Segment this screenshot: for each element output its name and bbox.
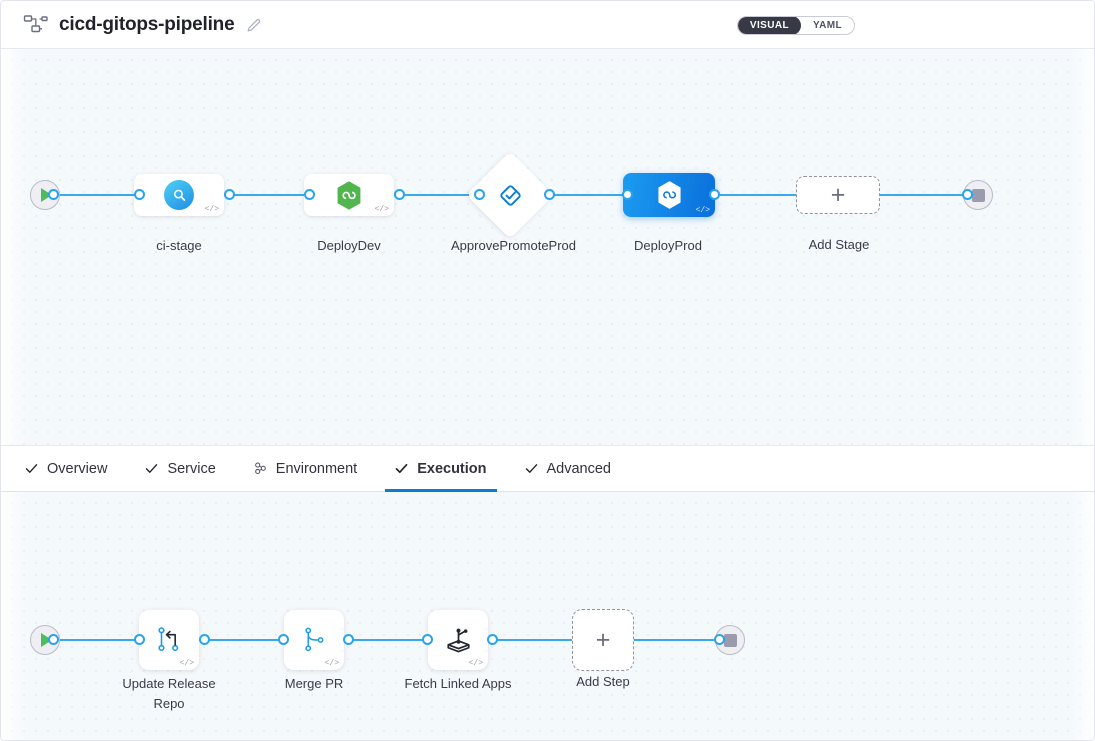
fetch-linked-apps-icon — [446, 628, 470, 652]
tab-label: Service — [167, 460, 216, 477]
connector-dot[interactable] — [48, 634, 59, 645]
tab-label: Execution — [417, 460, 487, 477]
connector-dot[interactable] — [199, 634, 210, 645]
toggle-option-visual[interactable]: VISUAL — [737, 17, 801, 34]
edge-step1-step2 — [185, 639, 300, 641]
stop-icon — [723, 633, 737, 647]
edge-deploydev-approval — [359, 194, 489, 196]
canvas-fade-right — [1070, 492, 1094, 740]
stage-label-approvepromoteprod: ApprovePromoteProd — [451, 238, 577, 253]
add-stage-label: Add Stage — [808, 237, 870, 252]
code-badge: </> — [204, 205, 219, 214]
pipeline-nodes-icon — [23, 14, 48, 32]
page-title: cicd-gitops-pipeline — [59, 13, 235, 35]
stage-node-approvepromoteprod[interactable] — [465, 150, 555, 240]
step-label-fetch-linked-apps: Fetch Linked Apps — [404, 676, 512, 691]
connector-dot[interactable] — [134, 634, 145, 645]
plus-icon: + — [595, 625, 611, 654]
edge-step3-addstep — [459, 639, 584, 641]
edge-start-ci — [47, 194, 167, 196]
play-icon — [41, 188, 52, 202]
tab-overview[interactable]: Overview — [25, 446, 107, 492]
approval-diamond-check-icon — [495, 180, 525, 210]
harness-ci-magnifier-icon — [164, 180, 194, 210]
edge-deployprod-addstage — [701, 194, 811, 196]
plus-icon: + — [830, 180, 846, 209]
connector-dot[interactable] — [343, 634, 354, 645]
toggle-option-yaml[interactable]: YAML — [812, 20, 842, 31]
step-node-update-release-repo[interactable]: </> — [139, 610, 199, 670]
add-stage-button[interactable]: + — [796, 176, 880, 214]
stage-label-deployprod: DeployProd — [634, 238, 702, 253]
edge-start-step1 — [47, 639, 167, 641]
step-label-merge-pr: Merge PR — [284, 676, 344, 691]
connector-dot[interactable] — [714, 634, 725, 645]
git-branch-merge-icon — [305, 627, 324, 652]
connector-dot[interactable] — [48, 189, 59, 200]
tab-environment[interactable]: Environment — [254, 446, 357, 492]
tab-advanced[interactable]: Advanced — [525, 446, 612, 492]
tab-service[interactable]: Service — [145, 446, 216, 492]
stage-canvas[interactable]: </> ci-stage </> DeployDev — [1, 49, 1094, 446]
connector-dot[interactable] — [487, 634, 498, 645]
header-bar: cicd-gitops-pipeline VISUAL YAML — [1, 1, 1094, 49]
add-step-button[interactable]: + — [572, 609, 634, 671]
step-canvas[interactable]: </> Update Release Repo </> — [1, 492, 1094, 740]
edge-ci-deploydev — [191, 194, 336, 196]
tab-label: Environment — [275, 460, 358, 477]
tab-label: Advanced — [546, 460, 612, 477]
gitops-hexagon-icon — [654, 179, 684, 212]
gitops-hexagon-icon — [334, 179, 364, 212]
git-update-release-repo-icon — [158, 627, 179, 652]
check-icon — [146, 464, 158, 473]
connector-dot[interactable] — [304, 189, 315, 200]
tab-execution[interactable]: Execution — [385, 446, 497, 492]
check-icon — [525, 464, 537, 473]
tab-label: Overview — [47, 460, 108, 477]
edge-approval-deployprod — [531, 194, 636, 196]
connector-dot[interactable] — [422, 634, 433, 645]
code-badge: </> — [324, 659, 339, 668]
check-icon — [395, 463, 408, 474]
code-badge: </> — [468, 659, 483, 668]
code-badge: </> — [695, 206, 710, 215]
canvas-fade-right — [1070, 49, 1094, 445]
connector-dot[interactable] — [134, 189, 145, 200]
step-label-update-release-repo: Update Release Repo — [122, 676, 216, 712]
connector-dot[interactable] — [474, 189, 485, 200]
connector-dot[interactable] — [709, 189, 720, 200]
stage-node-deploydev[interactable]: </> — [304, 174, 394, 216]
environment-nodes-icon — [254, 462, 266, 475]
edge-addstep-end — [613, 639, 723, 641]
edge-addstage-end — [871, 194, 976, 196]
connector-dot[interactable] — [544, 189, 555, 200]
code-badge: </> — [374, 205, 389, 214]
code-badge: </> — [179, 659, 194, 668]
stage-label-ci-stage: ci-stage — [156, 238, 202, 253]
connector-dot[interactable] — [622, 189, 633, 200]
connector-dot[interactable] — [962, 189, 973, 200]
canvas-fade-left — [1, 49, 27, 445]
stop-icon — [971, 188, 985, 202]
add-step-label: Add Step — [576, 674, 630, 689]
stage-config-tabs[interactable]: Overview Service Environment Execution — [1, 446, 1094, 492]
play-icon — [41, 633, 52, 647]
step-node-fetch-linked-apps[interactable]: </> — [428, 610, 488, 670]
stage-node-deployprod[interactable]: </> — [623, 173, 715, 217]
stage-label-deploydev: DeployDev — [317, 238, 381, 253]
connector-dot[interactable] — [278, 634, 289, 645]
step-node-merge-pr[interactable]: </> — [284, 610, 344, 670]
connector-dot[interactable] — [394, 189, 405, 200]
canvas-fade-left — [1, 492, 27, 740]
view-mode-toggle[interactable]: VISUAL YAML — [736, 16, 855, 35]
check-icon — [25, 464, 38, 473]
edge-step2-step3 — [319, 639, 441, 641]
connector-dot[interactable] — [224, 189, 235, 200]
pencil-edit-icon[interactable] — [246, 17, 262, 33]
stage-node-ci-stage[interactable]: </> — [134, 174, 224, 216]
